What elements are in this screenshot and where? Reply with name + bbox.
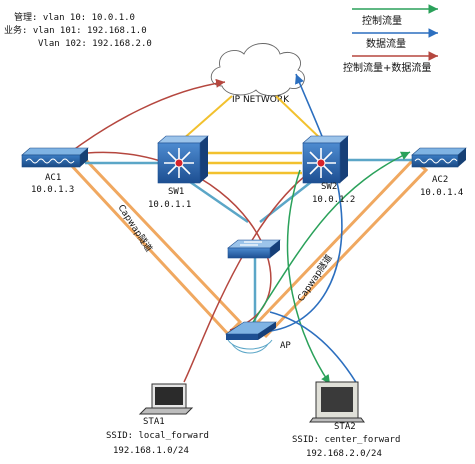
link-sw1-cloud — [181, 95, 233, 141]
sta1-device[interactable] — [138, 383, 194, 415]
sw2-device[interactable] — [302, 135, 349, 184]
sta1-net: 192.168.1.0/24 — [113, 446, 189, 456]
capwap-tunnel-left — [69, 158, 243, 337]
flow-ap-cloud — [259, 73, 343, 333]
ap-name: AP — [280, 341, 291, 351]
legend-data-text: 数据流量 — [366, 37, 406, 50]
vlan102-text: Vlan 102: 192.168.2.0 — [38, 39, 152, 49]
ac2-ip: 10.0.1.4 — [420, 188, 463, 198]
ac2-name: AC2 — [432, 175, 448, 185]
link-sw2-cloud — [275, 95, 323, 141]
ac1-device[interactable] — [21, 147, 89, 168]
sta1-name: STA1 — [143, 417, 165, 427]
flow-sta2-ap — [269, 311, 358, 385]
mgmt-vlan-text: 管理: vlan 10: 10.0.1.0 — [14, 11, 135, 23]
flow-sw2-sta2 — [286, 169, 331, 385]
biz-vlan-text: 业务: vlan 101: 192.168.1.0 — [4, 24, 147, 36]
sw1-name: SW1 — [168, 187, 184, 197]
flow-sta1-sw2 — [183, 175, 306, 383]
sw1-device[interactable] — [157, 135, 209, 184]
ac1-name: AC1 — [45, 173, 61, 183]
legend: 控制流量 数据流量 控制流量+数据流量 — [343, 4, 438, 74]
access-switch-device[interactable] — [227, 239, 281, 259]
legend-both-text: 控制流量+数据流量 — [343, 61, 431, 74]
ap-device[interactable] — [225, 321, 277, 354]
sw1-ip: 10.0.1.1 — [148, 200, 191, 210]
ac2-device[interactable] — [411, 147, 467, 168]
cloud-label: IP NETWORK — [232, 95, 290, 105]
sta2-ssid: SSID: center_forward — [292, 435, 400, 445]
sta2-net: 192.168.2.0/24 — [306, 449, 382, 459]
ip-network-cloud: IP NETWORK — [210, 43, 305, 105]
sta2-device[interactable] — [309, 381, 365, 423]
legend-control-text: 控制流量 — [362, 14, 402, 27]
flow-ap-ac2 — [247, 151, 411, 331]
sw2-name: SW2 — [321, 182, 337, 192]
sta1-ssid: SSID: local_forward — [106, 431, 209, 441]
ac1-ip: 10.0.1.3 — [31, 185, 74, 195]
sw2-ip: 10.0.1.2 — [312, 195, 355, 205]
sta2-name: STA2 — [334, 422, 356, 432]
